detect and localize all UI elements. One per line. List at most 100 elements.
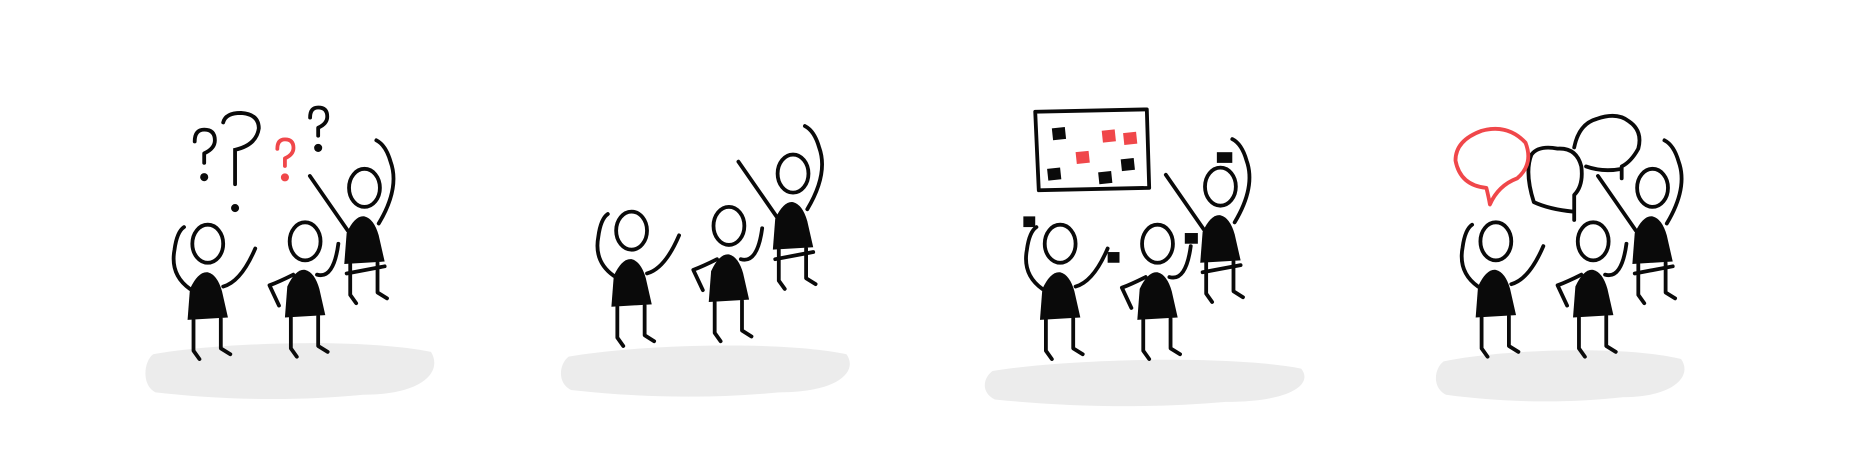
right-arm — [1662, 138, 1684, 226]
body — [1039, 272, 1081, 320]
left-leg — [191, 317, 202, 361]
body — [344, 216, 385, 264]
right-leg — [1231, 259, 1245, 300]
body — [1200, 215, 1241, 263]
right-arm — [1603, 241, 1629, 278]
right-arm — [374, 138, 396, 226]
left-leg — [1636, 262, 1647, 306]
head — [1575, 220, 1611, 263]
head — [614, 209, 649, 252]
whiteboard — [1033, 107, 1152, 193]
left-leg — [615, 304, 626, 348]
right-leg — [1663, 260, 1678, 301]
ground-shadow — [984, 359, 1305, 407]
right-arm — [1073, 246, 1110, 289]
right-leg — [218, 316, 233, 357]
black-sticky-note — [1051, 127, 1067, 141]
body — [611, 259, 652, 307]
sticky-note-in-hand — [1023, 216, 1036, 228]
sticky-note-in-hand — [1107, 252, 1120, 263]
speech-bubble-icon — [1572, 113, 1642, 181]
left-arm — [595, 212, 616, 278]
body-hem — [344, 264, 387, 276]
left-arm — [1459, 222, 1480, 289]
stick-figure — [1163, 137, 1252, 304]
body-hem — [1632, 264, 1675, 276]
right-leg — [1507, 314, 1521, 354]
head — [1635, 166, 1670, 209]
stick-figure — [171, 222, 258, 361]
right-leg — [316, 314, 330, 354]
right-leg — [375, 260, 389, 301]
left-arm — [171, 225, 192, 291]
stick-figure — [1596, 138, 1684, 306]
left-arm — [1555, 272, 1584, 308]
body-hem — [1200, 263, 1243, 275]
black-sticky-note — [1047, 167, 1062, 181]
stick-figure — [1555, 220, 1629, 359]
red-sticky-note — [1101, 129, 1116, 143]
left-arm — [1163, 172, 1206, 232]
left-leg — [1577, 315, 1587, 359]
stick-figure — [267, 220, 341, 359]
left-arm — [267, 272, 296, 308]
stick-figure — [691, 204, 765, 344]
question-mark-dot — [280, 173, 289, 182]
left-leg — [1141, 317, 1152, 361]
question-mark-dot — [231, 204, 240, 213]
speech-bubble-icon — [1526, 145, 1584, 222]
question-mark-icon — [192, 127, 217, 165]
right-leg — [804, 246, 818, 287]
head — [1203, 165, 1238, 208]
body — [1632, 216, 1673, 264]
stick-figure — [736, 124, 824, 291]
question-mark-icon — [308, 105, 330, 138]
right-leg — [1168, 316, 1182, 357]
body — [284, 269, 326, 318]
ground-shadow — [560, 345, 850, 397]
head — [1140, 222, 1175, 265]
question-mark-icon — [221, 111, 261, 187]
head — [1478, 220, 1514, 263]
right-arm — [1167, 244, 1193, 280]
right-leg — [1604, 314, 1618, 354]
body — [708, 254, 750, 302]
stick-figure — [1024, 222, 1110, 361]
question-mark-dot — [200, 173, 209, 182]
body — [1573, 269, 1614, 318]
red-speech-bubble-icon — [1453, 126, 1531, 207]
stick-figure — [1119, 222, 1193, 361]
left-leg — [776, 247, 787, 291]
right-arm — [645, 233, 681, 276]
head — [1042, 222, 1078, 265]
right-leg — [740, 298, 754, 339]
head — [711, 204, 747, 247]
body — [1137, 272, 1178, 320]
scene-talking-group — [1435, 113, 1685, 402]
right-leg — [1071, 316, 1085, 357]
head — [347, 166, 382, 209]
ground-shadow — [1435, 350, 1685, 402]
right-arm — [1509, 244, 1546, 287]
scene-board-group — [984, 107, 1305, 407]
right-arm — [221, 246, 258, 289]
left-arm — [691, 257, 719, 292]
black-sticky-note — [1098, 171, 1113, 185]
body-hem — [773, 250, 816, 262]
black-sticky-note — [1120, 157, 1135, 172]
left-leg — [712, 300, 723, 344]
left-arm — [1596, 174, 1638, 233]
stick-figure — [1459, 220, 1546, 359]
sticky-note-in-hand — [1216, 152, 1233, 163]
right-arm — [738, 226, 765, 262]
left-arm — [736, 159, 779, 219]
red-sticky-note — [1123, 131, 1138, 145]
stick-figure — [307, 138, 396, 306]
scene-waving-group — [560, 124, 850, 397]
left-arm — [307, 174, 350, 233]
left-leg — [1044, 317, 1054, 361]
stick-figure — [595, 209, 681, 348]
head — [775, 152, 811, 195]
question-mark-dot — [314, 143, 323, 152]
